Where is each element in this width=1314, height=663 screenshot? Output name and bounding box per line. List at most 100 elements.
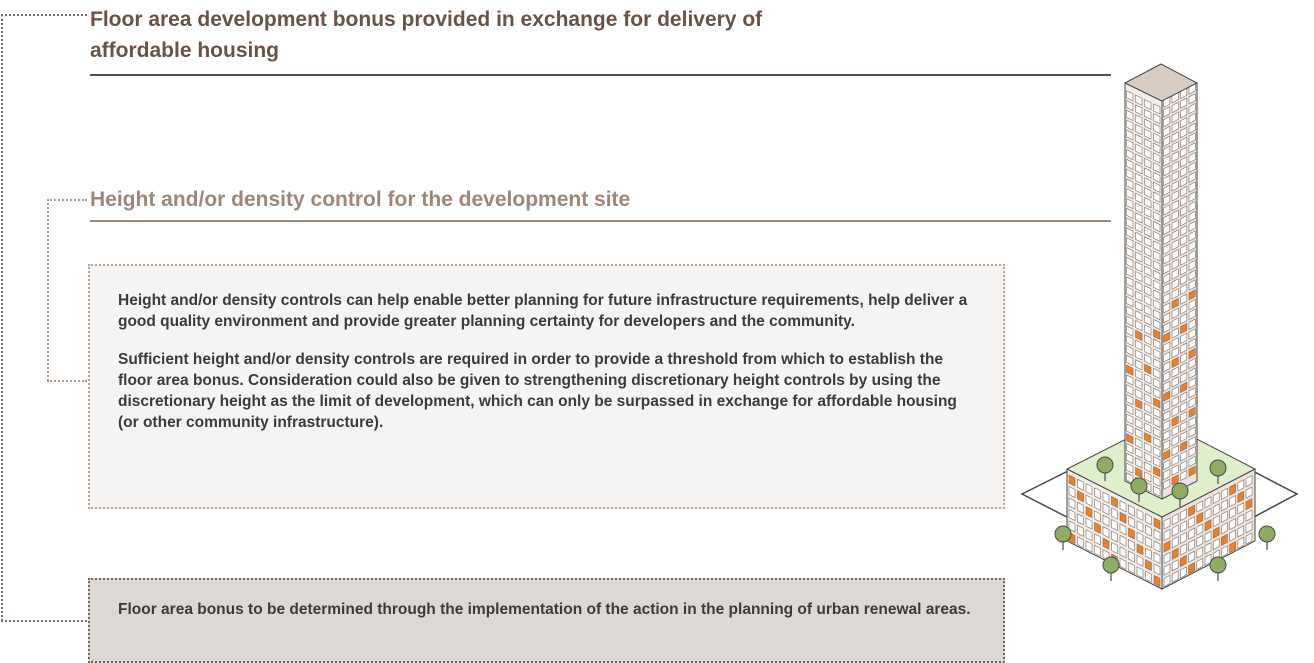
heading-underline xyxy=(90,74,1111,76)
tower-window xyxy=(1144,265,1152,277)
tower-window xyxy=(1144,471,1152,483)
tower-window xyxy=(1163,174,1171,187)
tower-window xyxy=(1135,163,1143,175)
tower-window xyxy=(1163,410,1171,422)
tower-window xyxy=(1163,321,1171,334)
tower-window xyxy=(1171,141,1179,153)
tree-icon xyxy=(1171,482,1189,500)
tower-window xyxy=(1126,158,1134,170)
tower-window xyxy=(1135,222,1143,234)
tower-window xyxy=(1188,367,1196,379)
podium-window xyxy=(1153,517,1161,530)
tower-window xyxy=(1188,93,1196,105)
podium-window xyxy=(1111,507,1118,520)
tower-window xyxy=(1188,132,1196,144)
tower-window xyxy=(1126,345,1134,357)
podium-window xyxy=(1136,508,1144,521)
podium-window xyxy=(1163,517,1171,530)
tower-window xyxy=(1126,315,1134,327)
podium-window xyxy=(1119,546,1127,559)
podium-window xyxy=(1221,487,1228,500)
tower-window xyxy=(1153,328,1161,340)
tower-window xyxy=(1180,117,1188,129)
tower-window xyxy=(1171,346,1179,359)
tower-window xyxy=(1144,363,1152,375)
tower-window xyxy=(1180,264,1188,276)
tower-window xyxy=(1163,263,1171,275)
tower-window xyxy=(1144,441,1152,454)
tower-window xyxy=(1180,430,1188,442)
podium-window xyxy=(1229,506,1236,519)
tower-window xyxy=(1188,191,1196,203)
tower-window xyxy=(1171,415,1179,427)
podium-window xyxy=(1085,517,1093,530)
tower-window xyxy=(1144,128,1152,140)
tower-window xyxy=(1171,435,1179,447)
tower-window xyxy=(1153,377,1161,389)
tower-window xyxy=(1135,447,1143,459)
podium-window xyxy=(1153,574,1161,587)
info-box: Height and/or density controls can help … xyxy=(88,264,1005,509)
podium-window xyxy=(1094,498,1101,511)
tower-window xyxy=(1126,354,1134,366)
outer-connector-vertical xyxy=(1,14,3,621)
tower-window xyxy=(1144,167,1152,179)
tower-window xyxy=(1188,455,1196,468)
tower-window xyxy=(1144,226,1152,238)
tower-window xyxy=(1135,124,1143,136)
podium-window xyxy=(1119,511,1127,524)
tower-window xyxy=(1126,168,1134,180)
note-box: Floor area bonus to be determined throug… xyxy=(88,578,1005,663)
tower-window xyxy=(1135,182,1143,194)
podium-window xyxy=(1237,502,1245,515)
tower-window xyxy=(1144,304,1152,316)
tower-window xyxy=(1153,475,1161,487)
tower-window xyxy=(1180,411,1188,423)
tower-window xyxy=(1126,227,1134,239)
tower-window xyxy=(1153,387,1161,399)
tower-window xyxy=(1135,114,1143,126)
podium-window xyxy=(1128,527,1135,540)
podium-window xyxy=(1188,527,1195,540)
podium-window xyxy=(1237,479,1245,492)
tower-window xyxy=(1180,283,1188,295)
tower-window xyxy=(1126,90,1134,102)
tower-window xyxy=(1180,401,1188,413)
tower-window xyxy=(1163,400,1171,412)
podium-window xyxy=(1212,526,1220,539)
tower-window xyxy=(1126,335,1134,347)
podium-window xyxy=(1212,514,1220,528)
podium-window xyxy=(1128,516,1135,529)
tower-window xyxy=(1126,305,1134,317)
tower-window xyxy=(1126,423,1134,435)
tower-window xyxy=(1163,370,1171,383)
tower-window xyxy=(1126,100,1134,112)
podium-window xyxy=(1136,531,1144,544)
tower-window xyxy=(1188,142,1196,154)
podium-window xyxy=(1136,543,1144,556)
tower-window xyxy=(1188,102,1196,115)
tower-window xyxy=(1153,436,1161,448)
tower-window xyxy=(1126,217,1134,229)
tower-window xyxy=(1188,318,1196,330)
tower-window xyxy=(1188,347,1196,360)
tower-window xyxy=(1188,357,1196,370)
tower-window xyxy=(1144,451,1152,463)
tower-window xyxy=(1153,269,1161,282)
tower-window xyxy=(1153,309,1161,321)
tower-window xyxy=(1180,107,1188,119)
tower-window xyxy=(1144,353,1152,365)
podium-window xyxy=(1145,524,1152,537)
podium-window xyxy=(1180,531,1187,544)
inner-connector-bottom xyxy=(47,380,87,382)
tower-window xyxy=(1144,422,1152,434)
tower-window xyxy=(1171,444,1179,457)
tower-window xyxy=(1180,244,1188,256)
podium-window xyxy=(1077,478,1084,491)
tower-window xyxy=(1180,126,1188,139)
tower-window xyxy=(1126,119,1134,131)
tower-window xyxy=(1188,220,1196,232)
tower-window xyxy=(1188,465,1196,477)
tower-window xyxy=(1135,192,1143,204)
tower-window xyxy=(1180,322,1188,335)
